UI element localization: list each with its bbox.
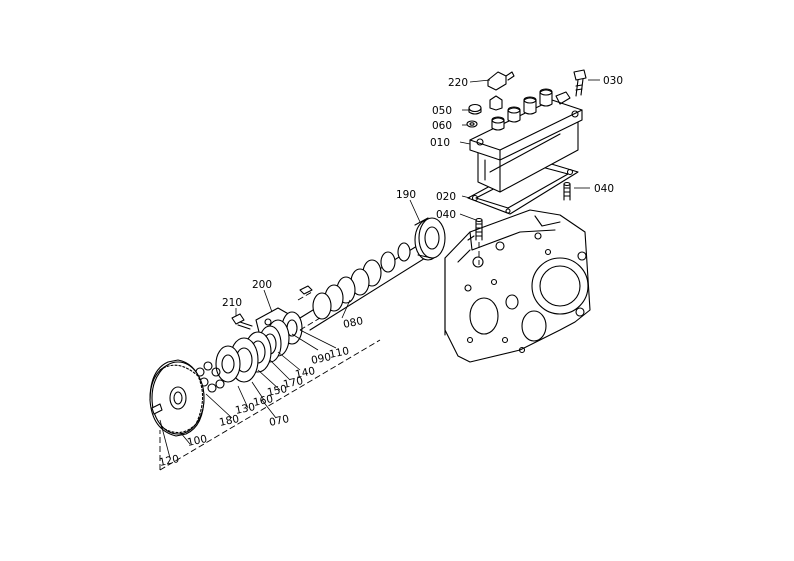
label-150: 150 [266, 383, 288, 399]
stud-040-right [563, 181, 571, 201]
label-160: 160 [252, 393, 274, 409]
label-080: 080 [342, 315, 364, 331]
camshaft [299, 217, 446, 331]
label-010: 010 [430, 137, 450, 149]
label-200: 200 [252, 279, 272, 291]
bearing-assembly [215, 311, 303, 383]
washer-050 [468, 103, 482, 115]
label-170: 170 [282, 375, 304, 391]
label-100: 100 [186, 433, 208, 449]
label-030: 030 [603, 75, 623, 87]
label-050: 050 [432, 105, 452, 117]
label-060: 060 [432, 120, 452, 132]
engine-block [444, 209, 591, 363]
label-040-left: 040 [436, 209, 456, 221]
bolt-210 [231, 313, 253, 330]
label-020: 020 [436, 191, 456, 203]
gear-100 [149, 359, 205, 437]
label-220: 220 [448, 77, 468, 89]
label-040-right: 040 [594, 183, 614, 195]
banjo-fitting [487, 71, 515, 111]
label-130: 130 [234, 401, 256, 417]
label-120: 120 [158, 453, 180, 469]
label-070: 070 [268, 413, 290, 429]
label-140: 140 [294, 365, 316, 381]
bolt-030 [573, 69, 587, 97]
label-210: 210 [222, 297, 242, 309]
label-090: 090 [310, 351, 332, 367]
label-180: 180 [218, 413, 240, 429]
label-190: 190 [396, 189, 416, 201]
injection-pump [469, 88, 583, 193]
washer-060 [466, 120, 478, 128]
label-110: 110 [328, 345, 350, 361]
leader-lines [159, 79, 600, 459]
